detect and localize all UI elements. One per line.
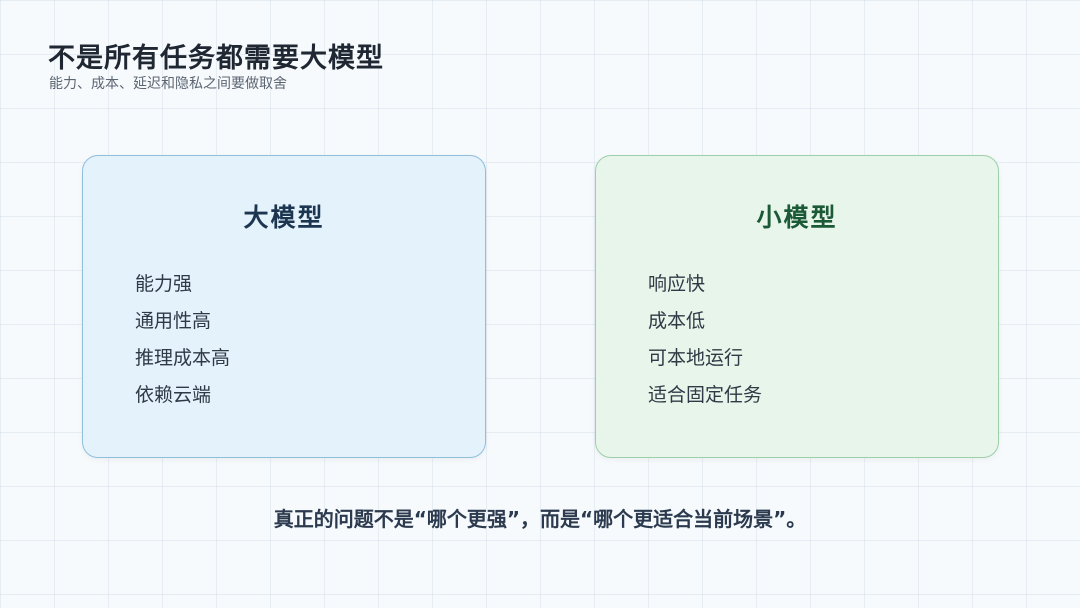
small-model-feature-item: 可本地运行 — [648, 347, 744, 369]
large-model-card: 大模型 能力强 通用性高 推理成本高 依赖云端 — [82, 155, 486, 458]
large-model-feature-item: 通用性高 — [135, 310, 212, 332]
conclusion-text: 真正的问题不是“哪个更强”，而是“哪个更适合当前场景”。 — [273, 507, 807, 531]
large-model-feature-item: 依赖云端 — [135, 384, 212, 406]
small-model-feature-list: 响应快 成本低 可本地运行 适合固定任务 — [648, 266, 762, 414]
small-model-feature-item: 响应快 — [648, 273, 706, 295]
small-model-feature-item: 适合固定任务 — [648, 384, 763, 406]
large-model-feature-item: 能力强 — [135, 273, 193, 295]
page-subtitle: 能力、成本、延迟和隐私之间要做取舍 — [49, 76, 287, 92]
large-model-card-title: 大模型 — [243, 203, 325, 232]
large-model-feature-list: 能力强 通用性高 推理成本高 依赖云端 — [135, 266, 230, 414]
small-model-card-title: 小模型 — [756, 203, 838, 232]
small-model-feature-item: 成本低 — [648, 310, 706, 332]
page-title: 不是所有任务都需要大模型 — [48, 43, 384, 74]
small-model-card: 小模型 响应快 成本低 可本地运行 适合固定任务 — [595, 155, 999, 458]
large-model-feature-item: 推理成本高 — [135, 347, 231, 369]
